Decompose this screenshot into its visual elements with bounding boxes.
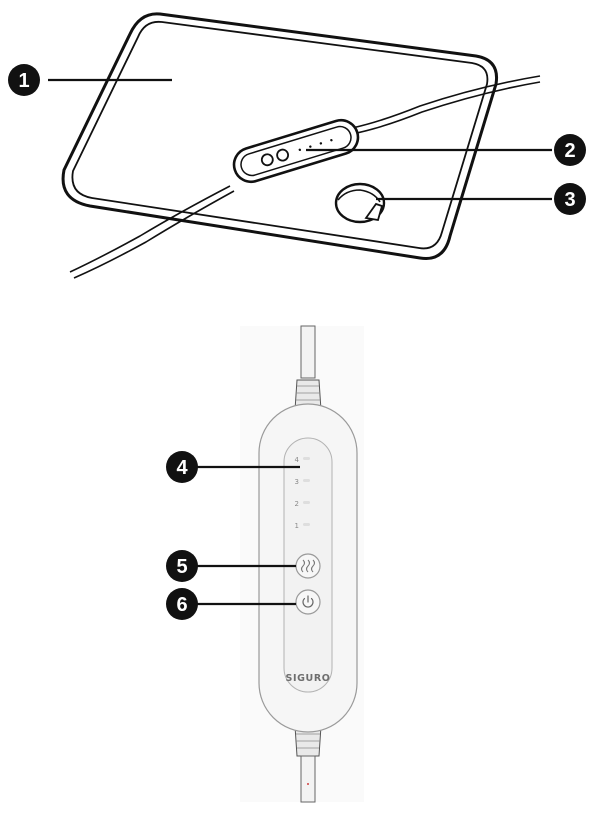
- callout-2: 2: [306, 134, 586, 166]
- heat-level-indicators: 4 3 2 1: [295, 456, 310, 530]
- controller-large: 4 3 2 1 SIGURO: [240, 325, 364, 803]
- level-4-led: [303, 457, 310, 460]
- callout-5: 5: [166, 550, 296, 582]
- cable-lower: [69, 185, 231, 273]
- cable-upper-2: [351, 81, 541, 135]
- cable-lower-2: [73, 190, 235, 279]
- callout-2-label: 2: [564, 140, 575, 162]
- small-button-1: [260, 153, 274, 167]
- power-button[interactable]: [295, 589, 321, 615]
- callout-6: 6: [166, 588, 296, 620]
- level-1-label: 1: [295, 522, 299, 530]
- callout-1-label: 1: [18, 70, 29, 92]
- callout-1: 1: [8, 64, 172, 96]
- cable-upper: [351, 75, 541, 129]
- power-icon: [302, 595, 314, 608]
- callout-3-label: 3: [564, 189, 575, 211]
- connector-plug: [334, 182, 386, 224]
- level-2-led: [303, 501, 310, 504]
- heat-waves-icon: [300, 559, 316, 573]
- level-2-label: 2: [295, 500, 299, 508]
- cable-bottom: [300, 755, 316, 803]
- level-3-led: [303, 479, 310, 482]
- level-1-led: [303, 523, 310, 526]
- level-4-label: 4: [295, 456, 300, 464]
- brand-logo: SIGURO: [286, 673, 331, 684]
- callout-3: 3: [376, 183, 586, 215]
- heating-pad-inner-edge: [71, 20, 489, 250]
- callout-4: 4: [166, 451, 300, 483]
- cable-top: [300, 325, 316, 379]
- heating-pad-illustration: [61, 12, 541, 279]
- callout-5-label: 5: [176, 556, 187, 578]
- heating-pad-outer-edge: [61, 12, 499, 261]
- callout-4-label: 4: [176, 457, 188, 479]
- controller-small: [232, 118, 360, 184]
- level-3-label: 3: [295, 478, 299, 486]
- callout-6-label: 6: [176, 594, 187, 616]
- small-button-2: [276, 148, 290, 162]
- heat-button[interactable]: [295, 553, 321, 579]
